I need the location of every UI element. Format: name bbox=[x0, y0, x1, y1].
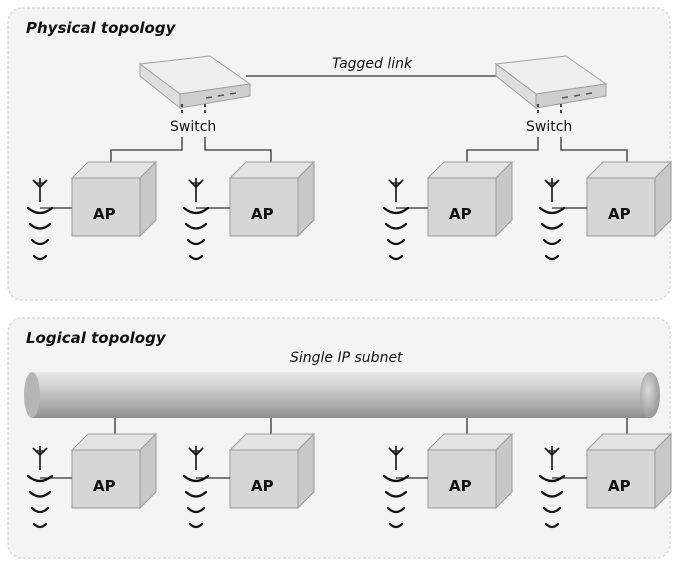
logical-ap-2-icon: AP bbox=[182, 433, 315, 529]
switch-left-wire-ap2 bbox=[204, 137, 272, 170]
ap-2-icon: AP bbox=[182, 161, 315, 261]
switch-right-wire-ap4 bbox=[560, 137, 628, 170]
logical-ap-1-icon: AP bbox=[26, 433, 157, 529]
ap-1-label: AP bbox=[93, 205, 116, 223]
tagged-link-label: Tagged link bbox=[332, 56, 413, 72]
switch-left-label: Switch bbox=[170, 119, 216, 135]
switch-left-wire-ap1 bbox=[110, 137, 183, 170]
ap-1-icon: AP bbox=[26, 161, 157, 261]
logical-topology-panel: Logical topology Single IP subnet AP AP bbox=[7, 317, 672, 559]
ap-4-icon: AP bbox=[538, 161, 672, 261]
ap-3-label: AP bbox=[449, 205, 472, 223]
physical-topology-panel: Physical topology Tagged link Switch Swi… bbox=[7, 7, 672, 301]
subnet-pipe bbox=[24, 372, 660, 418]
logical-ap-4-icon: AP bbox=[538, 433, 672, 529]
logical-ap-3-label: AP bbox=[449, 477, 472, 495]
logical-ap-4-label: AP bbox=[608, 477, 631, 495]
ap-2-label: AP bbox=[251, 205, 274, 223]
switch-right-label: Switch bbox=[526, 119, 572, 135]
ap-3-icon: AP bbox=[382, 161, 513, 261]
physical-panel-background bbox=[7, 7, 671, 301]
physical-title: Physical topology bbox=[26, 19, 177, 37]
logical-title: Logical topology bbox=[26, 329, 167, 347]
logical-ap-3-icon: AP bbox=[382, 433, 513, 529]
logical-ap-2-label: AP bbox=[251, 477, 274, 495]
logical-ap-1-label: AP bbox=[93, 477, 116, 495]
ap-4-label: AP bbox=[608, 205, 631, 223]
subnet-label: Single IP subnet bbox=[290, 350, 403, 366]
switch-right-wire-ap3 bbox=[466, 137, 539, 170]
